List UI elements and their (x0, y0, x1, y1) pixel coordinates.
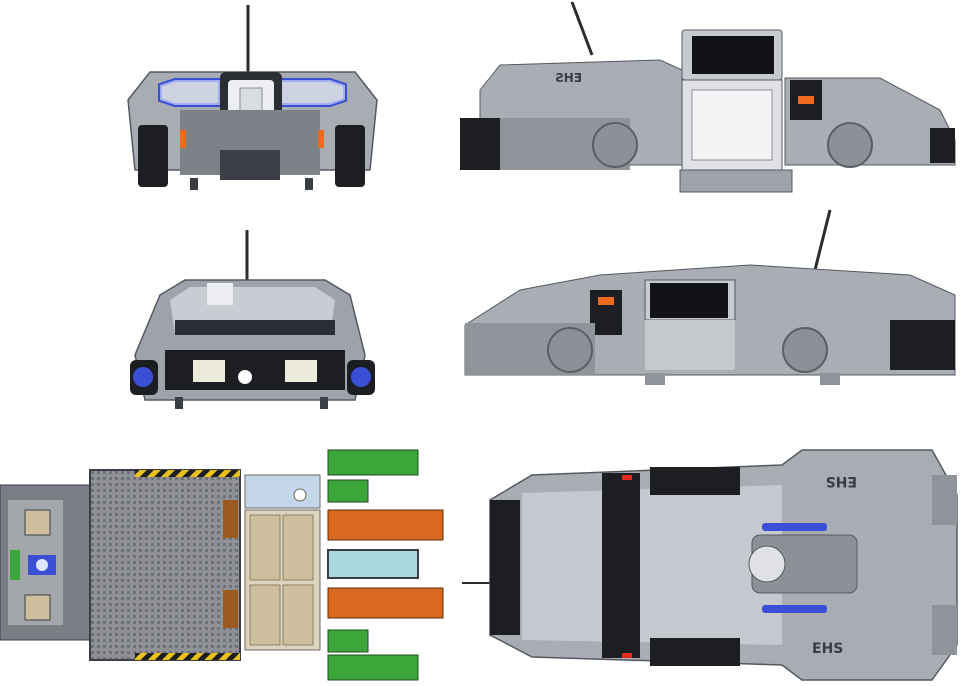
rear-view (125, 225, 380, 420)
top-hull-marking-upper: EHS (826, 473, 857, 489)
top-hull-marking-lower: EHS (812, 641, 843, 657)
port-side-view: EHS (460, 0, 960, 200)
top-view: EHS EHS (462, 445, 960, 686)
front-view (120, 0, 385, 200)
deck-plan (0, 440, 450, 686)
side-hull-marking: EHS (555, 71, 582, 85)
starboard-side-view (460, 205, 960, 395)
